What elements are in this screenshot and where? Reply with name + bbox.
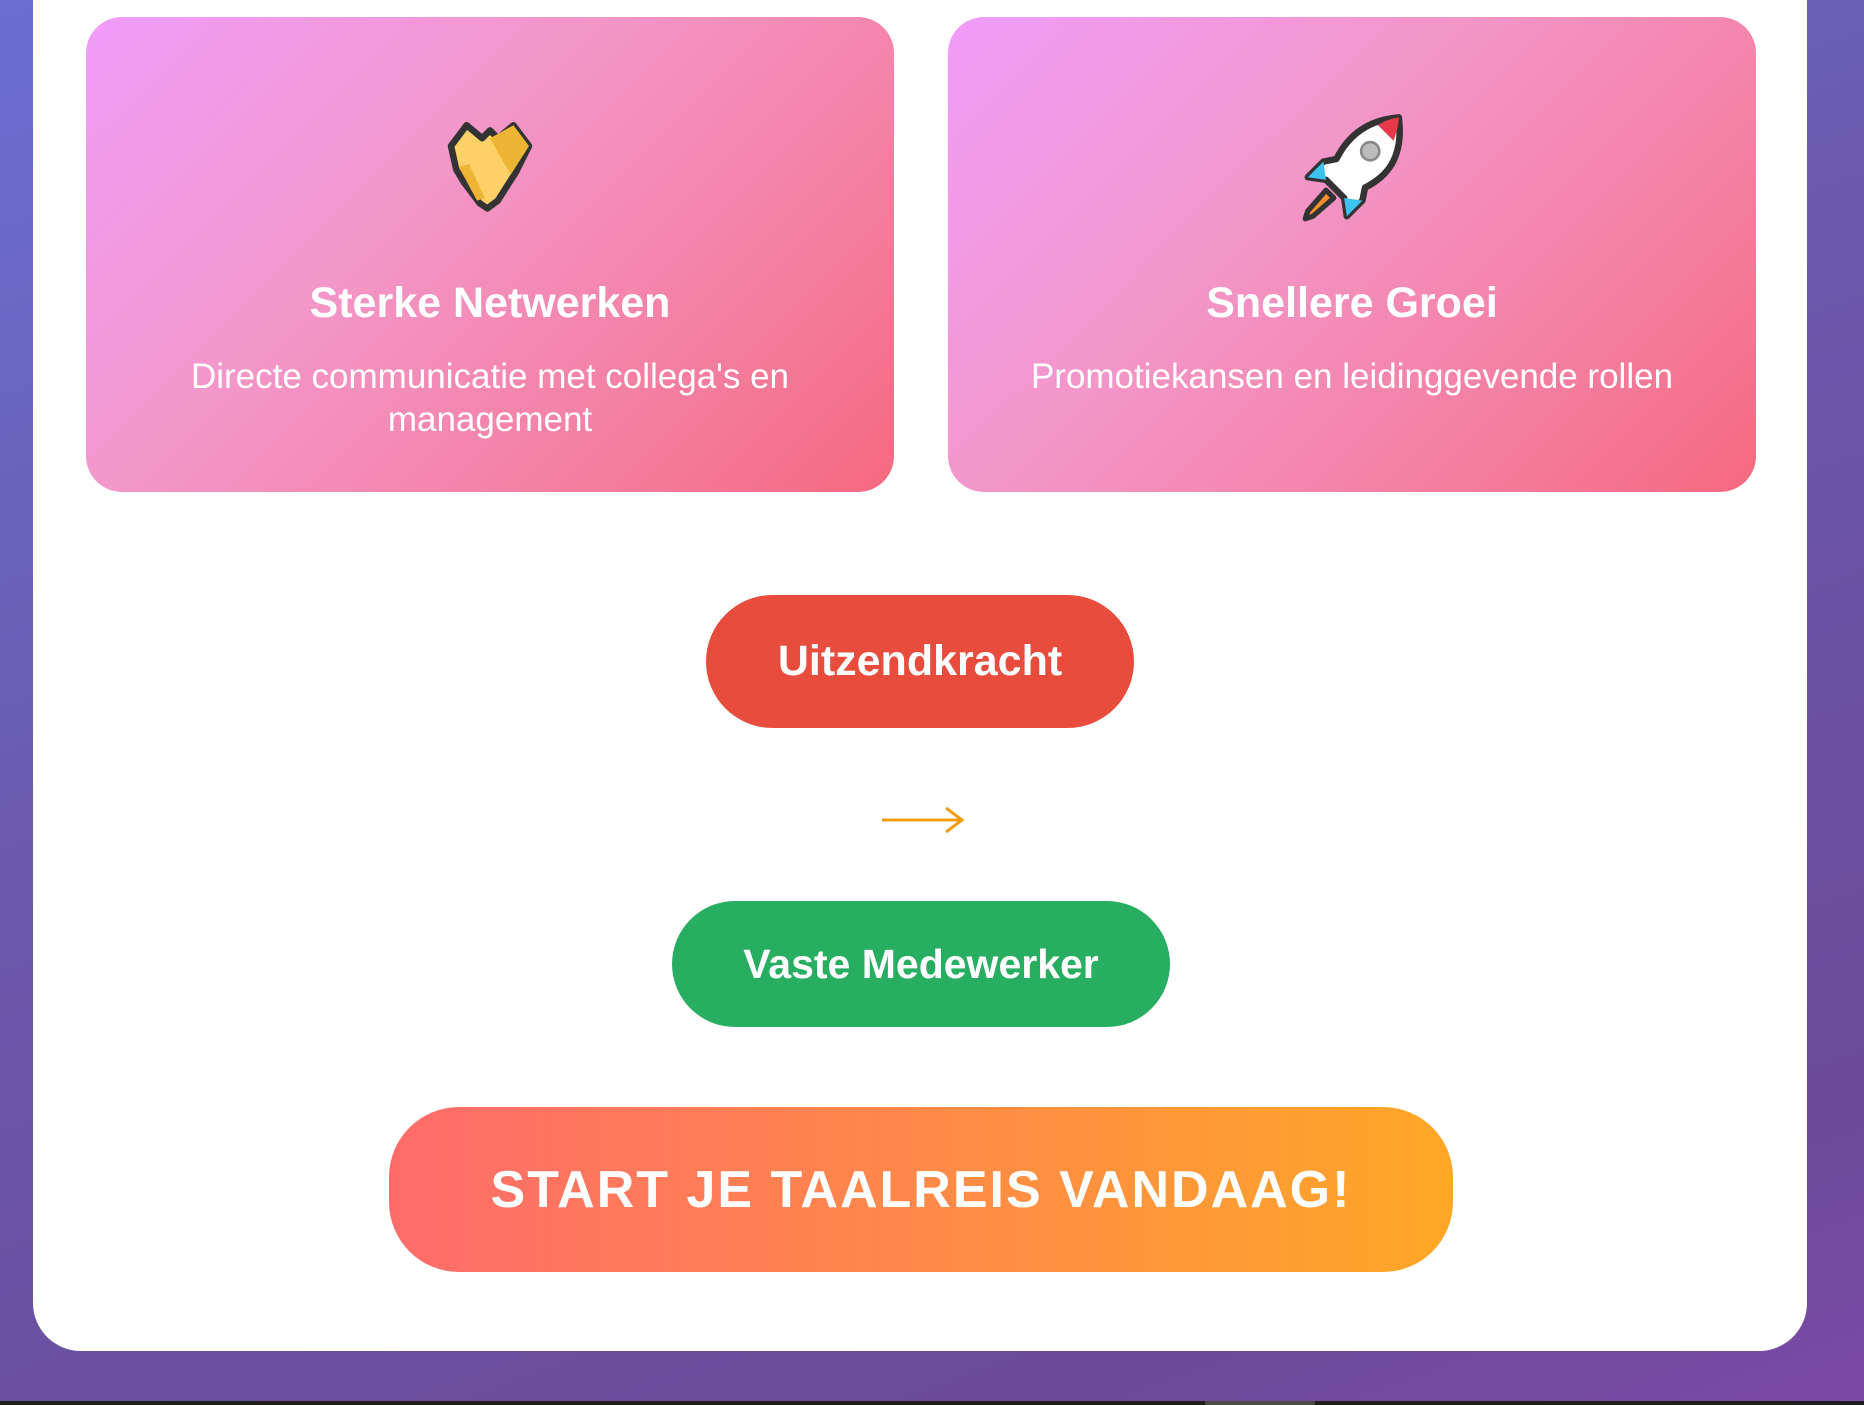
card-title: Sterke Netwerken [309,279,671,327]
vaste-medewerker-badge: Vaste Medewerker [672,901,1170,1027]
handshake-icon [86,107,894,237]
card-title: Snellere Groei [1206,279,1498,327]
card-description: Directe communicatie met collega's en ma… [190,357,790,439]
rocket-icon [948,107,1756,237]
arrow-right-icon [882,806,965,834]
uitzendkracht-badge: Uitzendkracht [706,595,1134,728]
start-taalreis-button[interactable]: START JE TAALREIS VANDAAG! [389,1107,1453,1272]
benefit-card-networks: Sterke Netwerken Directe communicatie me… [86,17,894,492]
card-description: Promotiekansen en leidinggevende rollen [1030,357,1674,396]
benefit-card-growth: Snellere Groei Promotiekansen en leiding… [948,17,1756,492]
scrollbar-thumb[interactable] [1205,1401,1315,1405]
horizontal-scrollbar[interactable] [0,1401,1864,1405]
